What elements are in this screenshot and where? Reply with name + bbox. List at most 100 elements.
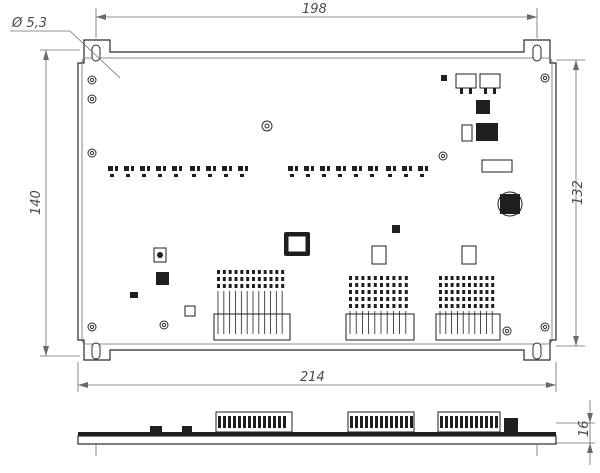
side-pin (375, 416, 378, 428)
smd-part (192, 174, 196, 177)
smd-part (158, 174, 162, 177)
connector-pin (462, 304, 466, 308)
left-small-parts (130, 247, 196, 317)
connector-pin (275, 277, 279, 281)
smd-part (245, 166, 248, 171)
smd-part (172, 166, 177, 171)
smd-part (425, 166, 428, 171)
connector-pin (361, 276, 365, 280)
connector-pin (491, 290, 495, 294)
smd-part (386, 166, 391, 171)
connector-body (213, 313, 291, 341)
side-view-pins (218, 416, 498, 428)
connector-pin (404, 297, 408, 301)
smd-part (206, 166, 211, 171)
connector-pin (361, 290, 365, 294)
smd-part (156, 166, 161, 171)
side-pin (460, 416, 463, 428)
connector-pin (263, 270, 267, 274)
bottom-width-label: 214 (300, 370, 325, 385)
connector-pin (404, 290, 408, 294)
connector-pin (473, 297, 477, 301)
connector-pin (479, 304, 483, 308)
smd-part (388, 174, 392, 177)
smd-part (418, 166, 423, 171)
side-pin (400, 416, 403, 428)
connector-pin (373, 290, 377, 294)
smd-part (131, 166, 134, 171)
connector-pin (491, 276, 495, 280)
smd-part (224, 174, 228, 177)
connector-pin (361, 297, 365, 301)
connector-pin (386, 290, 390, 294)
connector-pin (252, 277, 255, 281)
smd-part (404, 174, 408, 177)
smd-part (288, 166, 293, 171)
connector-pin (491, 297, 495, 301)
connector-pin (252, 270, 255, 274)
side-pin (278, 416, 281, 428)
smd-part (222, 166, 227, 171)
connector-pin (281, 277, 285, 281)
smd-part (338, 174, 342, 177)
connector-body (435, 313, 501, 341)
connector-pin (468, 297, 471, 301)
connector-pin (361, 283, 365, 287)
connector-pin (349, 290, 352, 294)
smd-component-row (108, 166, 428, 177)
side-view (77, 411, 557, 456)
connector-pin (392, 283, 396, 287)
smd-part (393, 166, 396, 171)
left-height-label: 140 (29, 190, 44, 215)
right-height-label: 132 (571, 180, 586, 205)
connector-pin (240, 277, 244, 281)
connector-pin (234, 270, 238, 274)
side-pin (440, 416, 443, 428)
side-pin (223, 416, 226, 428)
connector-pin (462, 283, 466, 287)
connector-pin (439, 276, 442, 280)
connector-pin (234, 284, 238, 288)
side-pin (385, 416, 388, 428)
connector-pin (234, 277, 238, 281)
connector-pin (462, 290, 466, 294)
side-pin (475, 416, 478, 428)
connector-pin (269, 270, 273, 274)
connector-pin (456, 290, 460, 294)
smd-part (370, 174, 374, 177)
connector-pin (349, 297, 352, 301)
connector-pin (485, 297, 489, 301)
connector-pin (479, 276, 483, 280)
connector-pin (380, 290, 383, 294)
connector-pin (281, 270, 285, 274)
smd-part (320, 166, 325, 171)
connector-pin (269, 277, 273, 281)
side-pin (410, 416, 413, 428)
connector-pin (367, 276, 371, 280)
side-pin (495, 416, 498, 428)
connector-pin (246, 277, 250, 281)
side-pin (480, 416, 483, 428)
connector-pin (491, 304, 495, 308)
connector-pin (367, 297, 371, 301)
connector-pin (380, 283, 383, 287)
connector-pin (269, 284, 273, 288)
smd-part (108, 166, 113, 171)
connector-pin (456, 304, 460, 308)
connector-pin (246, 284, 250, 288)
connector-pin (439, 297, 442, 301)
connector-pin (257, 270, 261, 274)
dimension-arrows (43, 14, 593, 453)
connector-pin (349, 304, 352, 308)
connector-pin (462, 276, 466, 280)
side-pin (233, 416, 236, 428)
connector-pin (398, 304, 402, 308)
connector-pin (485, 276, 489, 280)
connector-pin (450, 290, 454, 294)
connector-pin (404, 276, 408, 280)
connector-pin (479, 290, 483, 294)
connector-pin (450, 304, 454, 308)
side-pin (218, 416, 221, 428)
connector-pin (373, 304, 377, 308)
smd-part (343, 166, 346, 171)
